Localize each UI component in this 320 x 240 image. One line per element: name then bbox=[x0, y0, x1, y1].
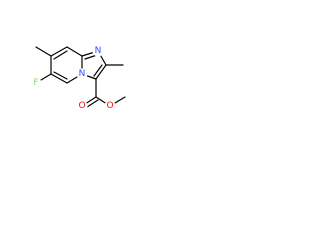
bond-c8a-n1-inner bbox=[84, 54, 98, 60]
bond-c2-c3 bbox=[95, 64, 107, 80]
bond-c8-c7-inner bbox=[53, 50, 68, 60]
bond-c6-c5-inner bbox=[53, 71, 68, 80]
molecule-structure: N N F O O bbox=[30, 45, 126, 112]
carbonyl-oxygen-label: O bbox=[78, 101, 85, 111]
ester-oxygen-label: O bbox=[106, 101, 113, 111]
fluorine-label: F bbox=[33, 78, 38, 88]
ring-nitrogen-bridge-label: N bbox=[79, 69, 86, 79]
bond-c8-c7 bbox=[50, 46, 68, 57]
bond-c6-c5 bbox=[50, 73, 68, 84]
ring-nitrogen-top-label: N bbox=[95, 46, 102, 56]
bond-c7-methyl bbox=[35, 46, 52, 57]
bond-c8a-c8 bbox=[66, 46, 83, 57]
bond-c2-c3-inner bbox=[93, 64, 103, 77]
